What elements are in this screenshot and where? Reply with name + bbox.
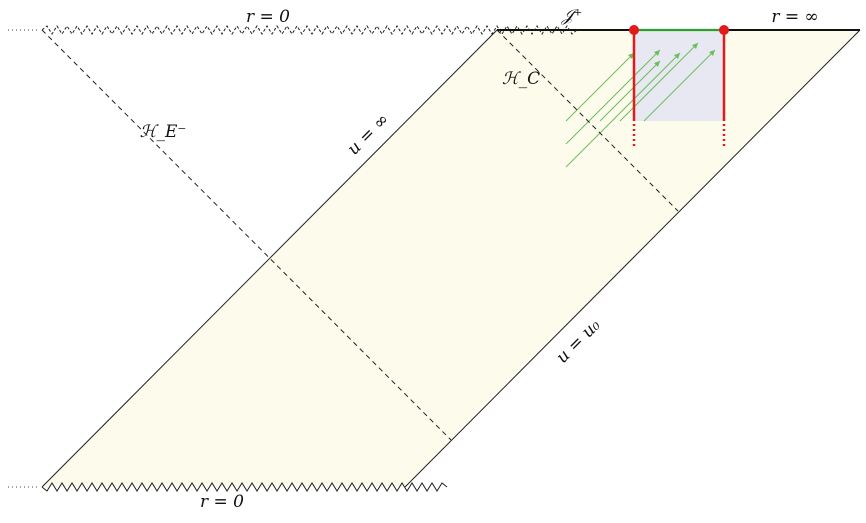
marker-left	[629, 25, 639, 35]
observer-worldlines	[632, 30, 726, 121]
label-r-zero-bottom: r = 0	[200, 492, 244, 512]
shaded-box	[634, 30, 724, 121]
observer-worldlines-dotted	[632, 124, 726, 146]
label-r-infinity: r = ∞	[771, 7, 818, 27]
horizon-e-line	[41, 29, 452, 441]
label-r-zero-top: r = 0	[246, 7, 290, 27]
spacetime-region	[42, 30, 860, 487]
singularity-bottom	[41, 482, 448, 492]
ray-arrowheads	[628, 43, 715, 67]
horizon-c-line	[496, 29, 679, 212]
label-horizon-e: ℋ_E⁻	[140, 122, 187, 142]
u-u0-line	[404, 29, 861, 488]
marker-right	[719, 25, 729, 35]
singularity-top	[41, 25, 578, 35]
label-horizon-c: ℋ_C	[502, 69, 540, 89]
label-scri-plus: 𝒥⁺	[561, 6, 583, 26]
u-infinity-line	[41, 29, 498, 488]
